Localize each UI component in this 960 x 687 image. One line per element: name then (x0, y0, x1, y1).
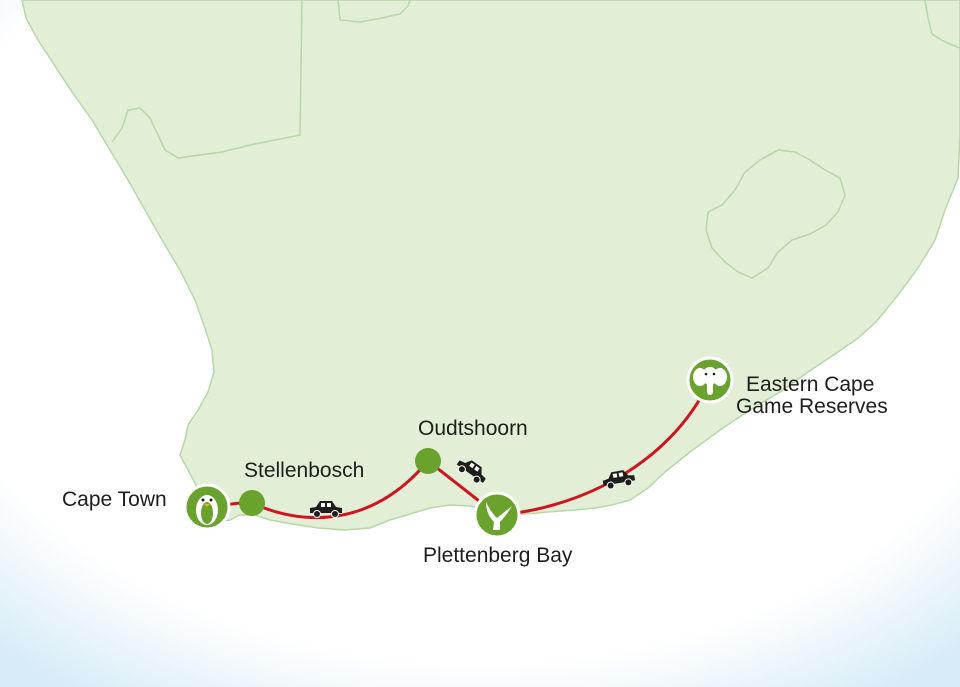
stop-label-oudtshoorn: Oudtshoorn (418, 417, 528, 440)
stop-marker-cape-town[interactable] (183, 483, 231, 531)
car-icon (310, 501, 342, 518)
route-line (206, 379, 712, 520)
penguin-icon (196, 495, 218, 525)
stop-label-cape-town: Cape Town (62, 488, 167, 511)
country-border-botswana (337, 0, 411, 23)
country-border-eswatini (924, 0, 960, 49)
stop-marker-plettenberg-bay[interactable] (473, 491, 521, 539)
elephant-icon (693, 367, 727, 395)
stop-marker-oudtshoorn[interactable] (415, 448, 441, 474)
stop-label-eastern-cape-line2: Game Reserves (736, 395, 888, 418)
stop-marker-eastern-cape[interactable] (686, 356, 734, 404)
stop-label-eastern-cape-line1: Eastern Cape (746, 373, 875, 396)
car-icon (456, 460, 486, 484)
stop-label-plettenberg-bay: Plettenberg Bay (423, 544, 573, 567)
country-border-namibia (111, 0, 303, 159)
stop-marker-stellenbosch[interactable] (239, 490, 265, 516)
whale-tail-icon (486, 502, 512, 530)
car-icon (602, 470, 636, 490)
country-border-lesotho (705, 149, 846, 279)
stop-label-stellenbosch: Stellenbosch (244, 459, 365, 482)
